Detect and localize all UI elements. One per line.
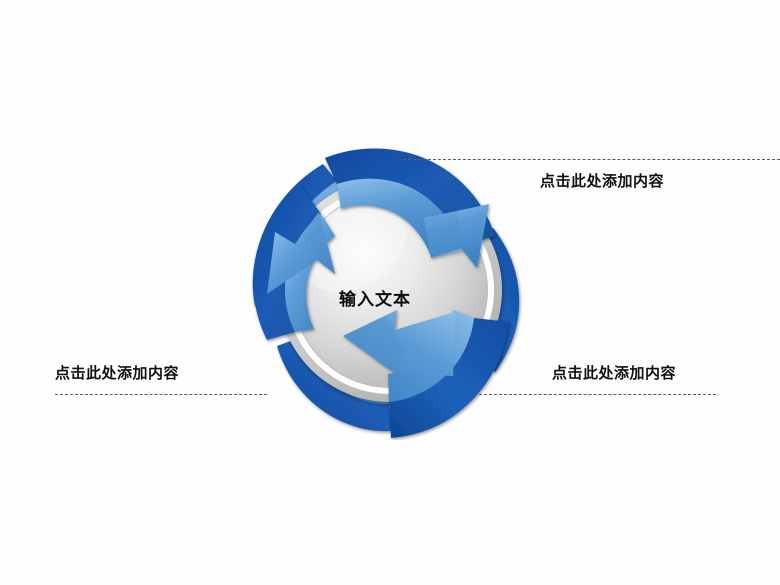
arrow-top-head-shade [424,211,465,258]
ribbon-back-right [471,228,520,372]
connector-line-top-right [398,159,780,160]
recycle-diagram[interactable] [225,140,555,440]
connector-line-bottom-right [474,394,716,395]
arrow-bottom-right [343,310,509,438]
connector-line-bottom-left [55,394,267,395]
arrow-left [253,186,335,340]
callout-top-right[interactable]: 点击此处添加内容 [540,172,665,190]
arrow-br-head-shade [343,316,405,372]
arrow-br-underside [389,318,509,438]
arrow-left-head-shade [303,212,335,274]
callout-bottom-left[interactable]: 点击此处添加内容 [55,364,180,382]
callout-bottom-right[interactable]: 点击此处添加内容 [552,364,677,382]
arrow-top [325,148,495,268]
